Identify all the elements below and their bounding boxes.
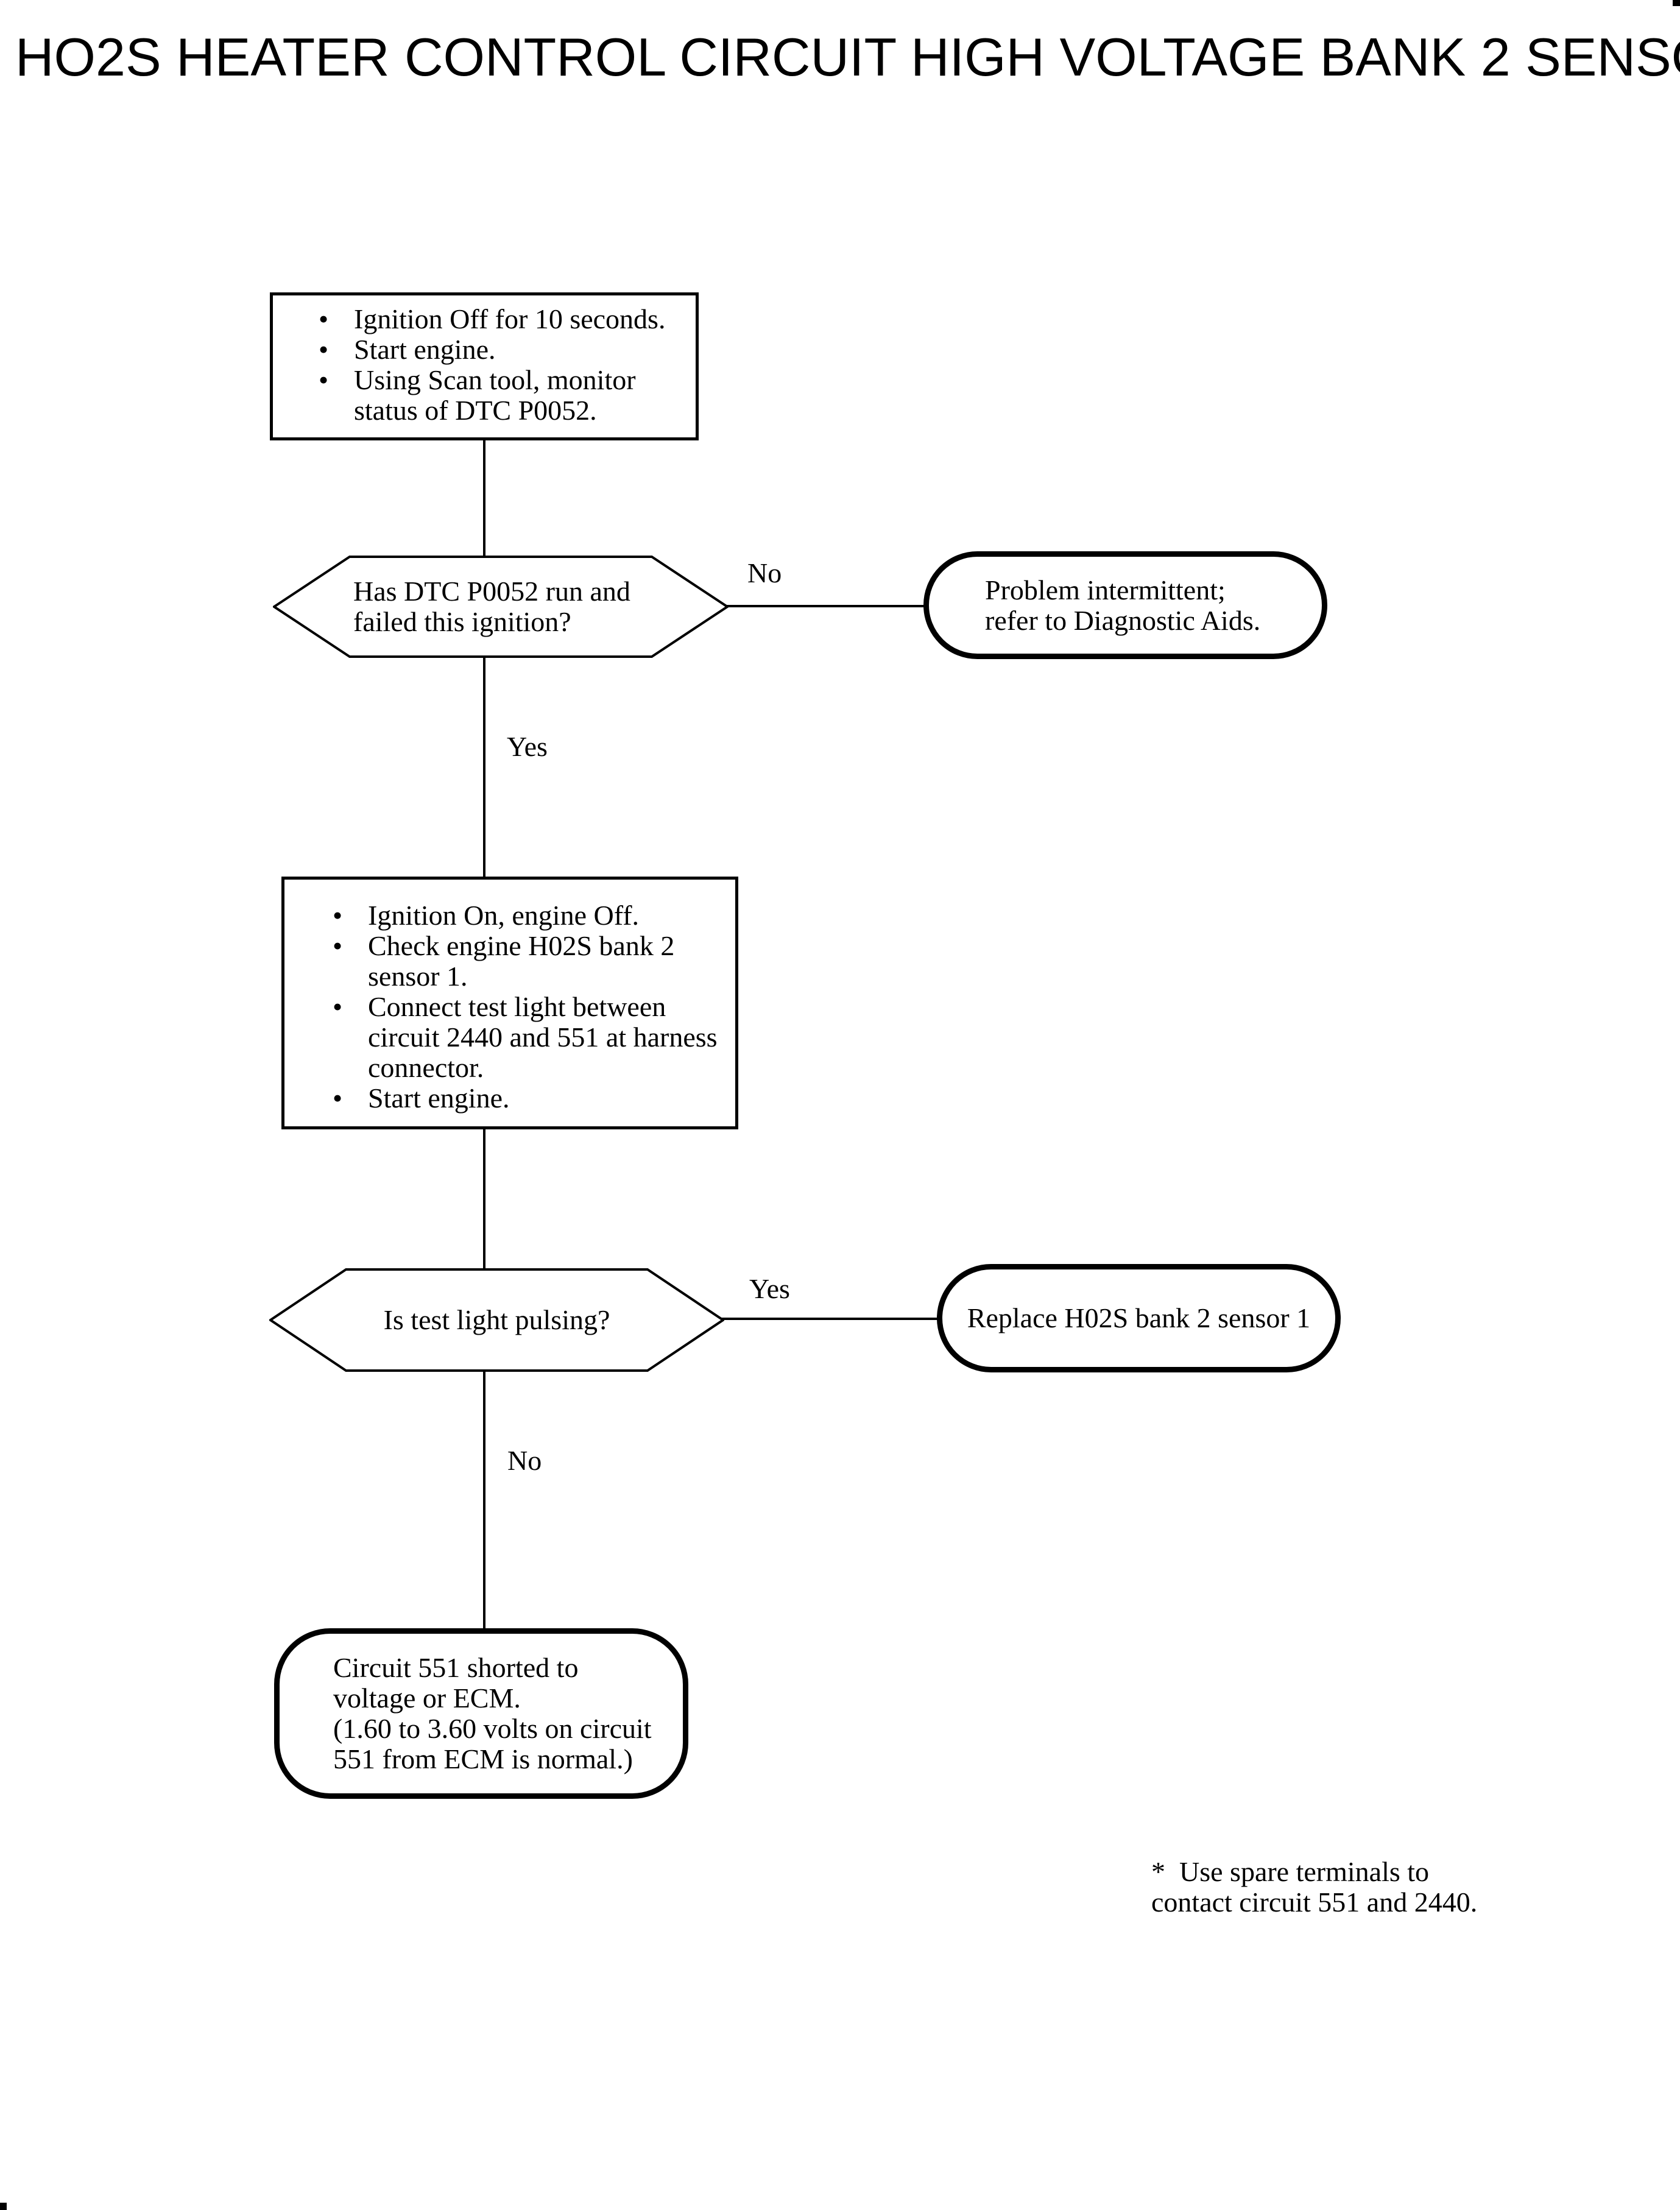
footnote: * Use spare terminals to contact circuit…: [1151, 1856, 1478, 1918]
bullet-text: Start engine.: [354, 334, 496, 365]
bullet-text: Using Scan tool, monitor status of DTC P…: [354, 364, 636, 426]
connector-line-horizontal: [725, 605, 926, 607]
hexagon-shape: [269, 1268, 724, 1372]
list-item: • Start engine.: [333, 1083, 728, 1114]
decision-question: Is test light pulsing?: [383, 1304, 610, 1335]
connector-line-vertical: [483, 657, 485, 878]
page-title: HO2S HEATER CONTROL CIRCUIT HIGH VOLTAGE…: [15, 27, 1680, 87]
branch-label-no: No: [507, 1445, 542, 1476]
terminal-replace-sensor: Replace H02S bank 2 sensor 1: [937, 1264, 1341, 1372]
bullet-icon: •: [319, 364, 329, 395]
process-box-test-light-setup: • Ignition On, engine Off. • Check engin…: [281, 877, 738, 1129]
list-item: • Start engine.: [319, 334, 688, 365]
decision-question: Has DTC P0052 run and failed this igniti…: [353, 576, 630, 637]
bullet-text: Ignition On, engine Off.: [368, 900, 640, 931]
connector-line-vertical: [483, 440, 485, 557]
bullet-icon: •: [333, 991, 343, 1022]
bullet-icon: •: [333, 900, 343, 931]
list-item: • Ignition Off for 10 seconds.: [319, 304, 688, 334]
bullet-list: • Ignition On, engine Off. • Check engin…: [284, 880, 735, 1126]
connector-line-vertical: [483, 1371, 485, 1629]
bullet-text: Start engine.: [368, 1082, 510, 1114]
branch-label-yes: Yes: [507, 731, 548, 762]
bullet-icon: •: [319, 334, 329, 365]
scan-artifact-mark: [0, 2203, 7, 2210]
list-item: • Connect test light between circuit 244…: [333, 992, 728, 1083]
bullet-text: Ignition Off for 10 seconds.: [354, 303, 666, 334]
bullet-list: • Ignition Off for 10 seconds. • Start e…: [273, 295, 696, 437]
bullet-icon: •: [333, 930, 343, 961]
terminal-text: Replace H02S bank 2 sensor 1: [967, 1302, 1311, 1333]
bullet-text: Connect test light between circuit 2440 …: [368, 991, 718, 1083]
process-box-initial-checks: • Ignition Off for 10 seconds. • Start e…: [270, 292, 699, 440]
connector-line-vertical: [483, 1128, 485, 1269]
branch-label-no: No: [747, 557, 782, 588]
decision-hexagon-test-light-pulsing: Is test light pulsing?: [269, 1268, 724, 1372]
terminal-circuit-shorted: Circuit 551 shorted to voltage or ECM. (…: [274, 1628, 688, 1799]
branch-label-yes: Yes: [749, 1273, 790, 1304]
list-item: • Check engine H02S bank 2 sensor 1.: [333, 931, 728, 992]
terminal-text: Problem intermittent; refer to Diagnosti…: [985, 574, 1261, 636]
bullet-text: Check engine H02S bank 2 sensor 1.: [368, 930, 675, 992]
decision-hexagon-dtc-run-failed: Has DTC P0052 run and failed this igniti…: [273, 556, 729, 658]
terminal-problem-intermittent: Problem intermittent; refer to Diagnosti…: [923, 551, 1327, 659]
list-item: • Using Scan tool, monitor status of DTC…: [319, 365, 688, 426]
scan-artifact-mark: [1673, 0, 1680, 6]
bullet-icon: •: [319, 303, 329, 334]
list-item: • Ignition On, engine Off.: [333, 900, 728, 931]
terminal-text: Circuit 551 shorted to voltage or ECM. (…: [333, 1652, 652, 1774]
connector-line-horizontal: [722, 1318, 938, 1320]
bullet-icon: •: [333, 1082, 343, 1114]
